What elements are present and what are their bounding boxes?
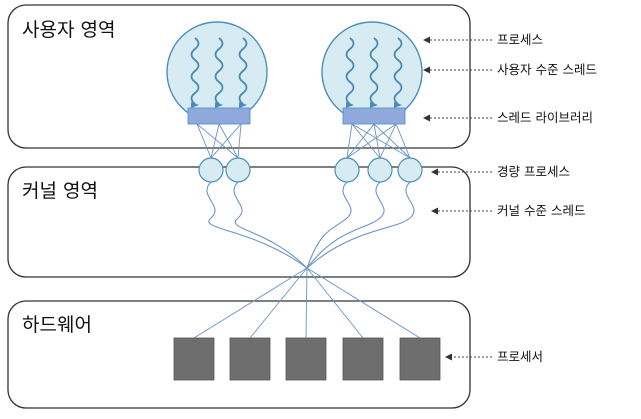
lightweight-processes-group [198, 157, 423, 183]
hub-to-processor-link [306, 267, 421, 339]
lightweight-process [198, 157, 224, 183]
callout-lightweight-process: 경량 프로세스 [497, 164, 570, 179]
thread-library-bar [187, 107, 251, 125]
lightweight-process [367, 157, 393, 183]
library-to-lwp-link [395, 123, 411, 159]
lightweight-process [397, 157, 423, 183]
user-space-label: 사용자 영역 [22, 19, 115, 41]
callout-user-thread: 사용자 수준 스레드 [497, 62, 597, 77]
library-to-lwp-link [351, 123, 381, 159]
thread-arrow-icon [239, 102, 247, 108]
callout-kernel-thread: 커널 수준 스레드 [497, 203, 585, 218]
hardware-label: 하드웨어 [22, 314, 92, 336]
lightweight-process [225, 157, 251, 183]
kernel-thread [306, 181, 385, 269]
hub-to-processor-link [193, 267, 308, 339]
hub-to-processor-link [306, 267, 364, 339]
processors-group [173, 337, 441, 381]
wavy-thread-icon [345, 37, 355, 105]
library-to-lwp-link [196, 123, 239, 159]
kernel-thread [233, 181, 308, 269]
processes-group [166, 21, 423, 125]
callout-processor: 프로세서 [497, 349, 543, 364]
hub-to-processor-link [305, 267, 308, 339]
connection-links [193, 123, 421, 339]
thread-library-bar [342, 107, 406, 125]
process [166, 21, 268, 125]
process [321, 21, 423, 125]
callout-thread-library: 스레드 라이브러리 [497, 110, 593, 125]
cpu-square-icon [229, 337, 271, 381]
thread-arrow-icon [215, 102, 223, 108]
library-to-lwp-link [218, 123, 239, 159]
library-to-lwp-link [346, 123, 353, 159]
cpu-square-icon [285, 337, 327, 381]
library-to-lwp-link [237, 123, 242, 159]
library-to-lwp-link [210, 123, 220, 159]
kernel-thread [206, 181, 308, 269]
library-to-lwp-link [373, 123, 411, 159]
callout-lines [423, 36, 492, 361]
wavy-thread-icon [238, 37, 248, 105]
thread-arrow-icon [191, 102, 199, 108]
kernel-thread [306, 181, 415, 269]
library-to-lwp-link [379, 123, 397, 159]
wavy-thread-icon [214, 37, 224, 105]
wavy-thread-icon [393, 37, 403, 105]
callout-process: 프로세스 [497, 32, 543, 47]
thread-arrow-icon [394, 102, 402, 108]
hub-to-processor-link [249, 267, 308, 339]
wavy-thread-icon [190, 37, 200, 105]
cpu-square-icon [173, 337, 215, 381]
cpu-square-icon [399, 337, 441, 381]
kernel-thread [306, 181, 352, 269]
thread-arrow-icon [370, 102, 378, 108]
library-to-lwp-link [373, 123, 381, 159]
library-to-lwp-link [210, 123, 242, 159]
kernel-space-label: 커널 영역 [22, 180, 98, 202]
library-to-lwp-link [346, 123, 397, 159]
library-to-lwp-link [196, 123, 212, 159]
wavy-thread-icon [369, 37, 379, 105]
lightweight-process [334, 157, 360, 183]
library-to-lwp-link [351, 123, 411, 159]
cpu-square-icon [342, 337, 384, 381]
library-to-lwp-link [346, 123, 375, 159]
thread-arrow-icon [346, 102, 354, 108]
